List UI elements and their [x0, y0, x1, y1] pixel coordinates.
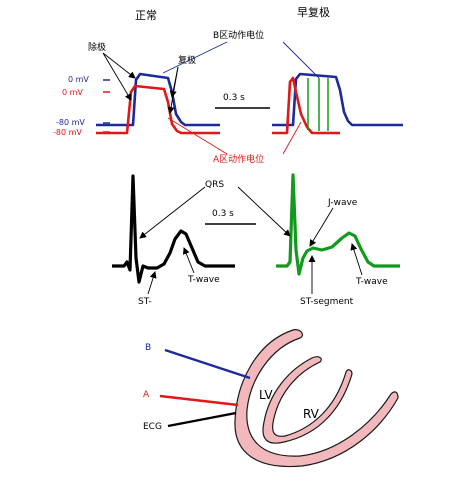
b-zone-ap-label: B区动作电位 — [213, 29, 264, 41]
j-wave-arrow — [309, 207, 334, 247]
b-zone-action-potential-normal — [96, 72, 220, 127]
lead-b-wire — [164, 348, 251, 380]
st-normal-arrow — [147, 271, 157, 295]
a-zone-action-potential-normal — [96, 84, 220, 135]
depolarization-arrow-2 — [102, 52, 136, 79]
lead-ecg-label: ECG — [143, 422, 162, 432]
ap-time-scale-label: 0.3 s — [223, 93, 245, 103]
st-normal-label: ST- — [138, 297, 152, 307]
lead-a-wire — [159, 394, 239, 407]
t-wave-normal-label: T-wave — [187, 275, 220, 285]
t-wave-er-arrow — [350, 243, 363, 276]
b-zone-action-potential-er — [272, 72, 403, 127]
ecg-trace-normal — [112, 174, 235, 284]
septum-and-right-ventricle-wall — [262, 356, 353, 444]
b-rest-mv-label: -80 mV — [56, 118, 85, 127]
a-zone-action-potential-er — [272, 76, 340, 135]
t-wave-normal-arrow — [182, 247, 195, 274]
lv-label: LV — [259, 388, 273, 402]
depolarization-label: 除极 — [88, 41, 106, 53]
lead-ecg-wire — [167, 411, 237, 428]
repolarization-label: 复极 — [178, 54, 196, 66]
normal-action-potentials — [96, 72, 220, 135]
b-zone-leader-normal — [162, 41, 228, 74]
ecg-trace-early-repol — [276, 173, 400, 276]
qrs-arrow-normal — [139, 186, 206, 239]
left-ventricle-wall — [234, 329, 399, 468]
b-zero-mv-label: 0 mV — [68, 75, 89, 84]
ecg-time-scale-label: 0.3 s — [212, 209, 234, 219]
st-segment-label: ST-segment — [300, 297, 354, 307]
qrs-label: QRS — [205, 180, 224, 190]
depolarization-arrow — [102, 52, 132, 101]
lead-b-label: B — [145, 343, 151, 353]
repolarization-arrow-2 — [167, 66, 179, 114]
a-zone-leader-normal — [167, 117, 228, 155]
heading-early-repolarization: 早复极 — [297, 5, 330, 19]
voltage-scale: 0 mV 0 mV -80 mV -80 mV — [53, 75, 110, 137]
a-rest-mv-label: -80 mV — [53, 128, 82, 137]
a-zone-ap-label: A区动作电位 — [213, 153, 264, 165]
early-repol-action-potentials — [272, 72, 403, 135]
qrs-arrow-er — [237, 186, 291, 237]
heart-cross-section — [234, 329, 399, 468]
t-wave-er-label: T-wave — [355, 277, 388, 287]
lead-a-label: A — [143, 390, 150, 400]
j-wave-label: J-wave — [327, 198, 358, 208]
b-zone-leader-er — [282, 41, 320, 79]
a-zone-leader-er — [282, 121, 302, 155]
rv-label: RV — [303, 407, 320, 421]
a-zero-mv-label: 0 mV — [62, 88, 83, 97]
heading-normal: 正常 — [135, 9, 157, 22]
